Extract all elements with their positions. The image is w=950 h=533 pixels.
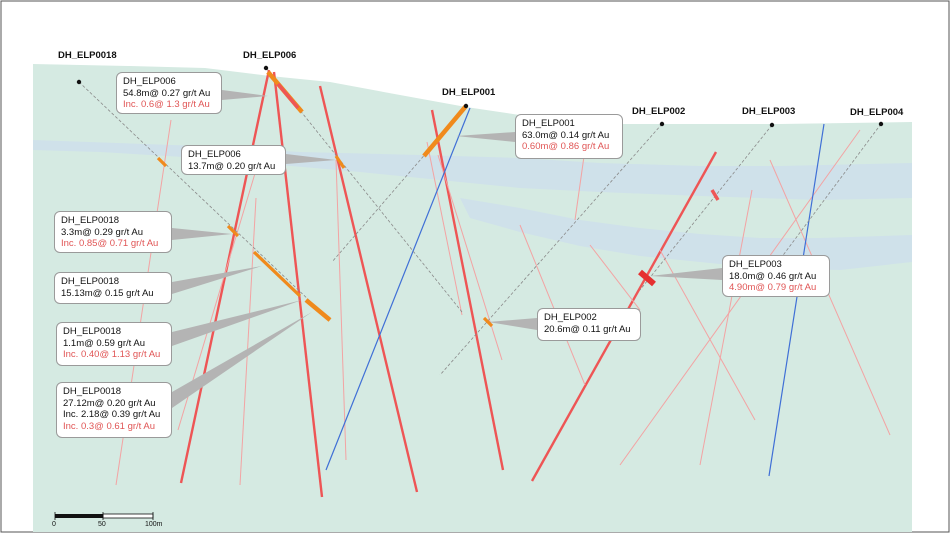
hole-label-dh-elp002: DH_ELP002 [632,106,686,117]
callout-line-highlight: Inc. 0.85@ 0.71 gr/t Au [61,238,159,249]
assay-callout: DH_ELP006 54.8m@ 0.27 gr/t Au Inc. 0.6@ … [116,72,222,114]
collar-dot [76,79,82,85]
callout-title: DH_ELP006 [123,76,176,87]
assay-callout: DH_ELP001 63.0m@ 0.14 gr/t Au 0.60m@ 0.8… [515,114,623,159]
hole-label-dh-elp006: DH_ELP006 [243,50,297,61]
callout-pointers [172,90,722,408]
collar-dot [463,103,469,109]
fault-pink [335,159,347,461]
callout-line: 15.13m@ 0.15 gr/t Au [61,287,154,299]
scale-bar [54,512,154,520]
drill-trace-dh-elp004 [777,123,882,263]
callout-line: 20.6m@ 0.11 gr/t Au [544,323,631,335]
callout-line: Inc. 2.18@ 0.39 gr/t Au [63,409,161,420]
callout-line: 1.1m@ 0.59 gr/t Au [63,337,145,349]
drill-trace-dh-elp003 [639,124,773,291]
drill-trace-dh-elp0018 [78,81,331,321]
callout-line: 63.0m@ 0.14 gr/t Au [522,129,610,141]
callout-title: DH_ELP003 [729,259,782,270]
drill-trace-dh-elp001 [331,106,467,263]
callout-pointer [172,228,232,240]
fault-pink [589,244,641,311]
fault-pink [659,249,756,421]
scale-label: 0 [52,521,56,528]
collar-dot [263,65,269,71]
assay-callout: DH_ELP0018 15.13m@ 0.15 gr/t Au [54,272,172,304]
callout-pointer [172,312,312,408]
callout-line: 13.7m@ 0.20 gr/t Au [188,160,276,172]
assay-callout: DH_ELP0018 3.3m@ 0.29 gr/t Au Inc. 0.85@… [54,211,172,253]
scale-label: 100m [145,521,163,528]
hole-label-dh-elp004: DH_ELP004 [850,107,904,118]
intercept-marker [276,82,300,110]
assay-callout: DH_ELP0018 27.12m@ 0.20 gr/t Au Inc. 2.1… [56,382,172,438]
callout-line-highlight: 4.90m@ 0.79 gr/t Au [729,282,817,293]
fault-red [272,71,324,498]
hole-label-dh-elp001: DH_ELP001 [442,87,496,98]
fault-pink [239,197,257,486]
callout-line: 27.12m@ 0.20 gr/t Au [63,397,156,409]
callout-pointer [650,268,722,280]
hole-label-dh-elp0018: DH_ELP0018 [58,50,117,61]
intercept-marker [482,316,494,328]
collar-dot [659,121,665,127]
fault-pink [426,141,463,316]
scale-segment [55,514,103,518]
callout-pointer [286,154,336,164]
callout-line: 54.8m@ 0.27 gr/t Au [123,87,211,99]
assay-callout: DH_ELP002 20.6m@ 0.11 gr/t Au [537,308,641,341]
collar-points [76,65,884,128]
callout-line: 18.0m@ 0.46 gr/t Au [729,270,817,282]
callout-line-highlight: Inc. 0.3@ 0.61 gr/t Au [63,420,156,432]
fault-pink [519,224,586,386]
callout-title: DH_ELP002 [544,312,597,323]
callout-title: DH_ELP0018 [63,386,122,397]
callout-line: 3.3m@ 0.29 gr/t Au [61,226,143,238]
intercept-marker [334,155,346,169]
callout-pointer [222,90,268,100]
fault-blue [325,107,471,471]
fault-pink [769,159,891,436]
intercept-marker [252,250,302,298]
callout-pointer [488,318,537,330]
fault-blue [768,123,825,477]
scale-label: 50 [98,521,106,528]
callout-pointer [172,266,262,294]
fault-red [430,109,505,471]
fault-pink [699,189,753,466]
assay-callout: DH_ELP003 18.0m@ 0.46 gr/t Au 4.90m@ 0.7… [722,255,830,297]
callout-title: DH_ELP0018 [61,215,120,226]
hole-label-dh-elp003: DH_ELP003 [742,106,796,117]
strata-band [460,198,912,270]
callout-title: DH_ELP001 [522,118,575,129]
assay-callout: DH_ELP006 13.7m@ 0.20 gr/t Au [181,145,286,175]
callout-line-highlight: Inc. 0.6@ 1.3 gr/t Au [123,99,210,110]
intercept-markers [156,70,720,328]
fault-red [318,85,419,493]
callout-pointer [172,300,302,346]
scale-segment [102,513,154,519]
intercept-marker [638,269,656,287]
drill-trace-dh-elp002 [439,123,663,376]
callout-title: DH_ELP006 [188,149,241,160]
fault-pink [619,129,861,466]
callout-title: DH_ELP0018 [61,276,120,287]
callout-pointer [456,132,515,142]
intercept-marker [156,156,168,168]
collar-dot [769,122,775,128]
intercept-marker [226,224,240,238]
callout-title: DH_ELP0018 [63,326,122,337]
assay-callout: DH_ELP0018 1.1m@ 0.59 gr/t Au Inc. 0.40@… [56,322,172,366]
collar-dot [878,121,884,127]
callout-line-highlight: Inc. 0.40@ 1.13 gr/t Au [63,349,161,360]
callout-line-highlight: 0.60m@ 0.86 gr/t Au [522,141,610,152]
intercept-marker [710,189,720,201]
intercept-marker [422,104,468,158]
intercept-marker [304,298,332,322]
